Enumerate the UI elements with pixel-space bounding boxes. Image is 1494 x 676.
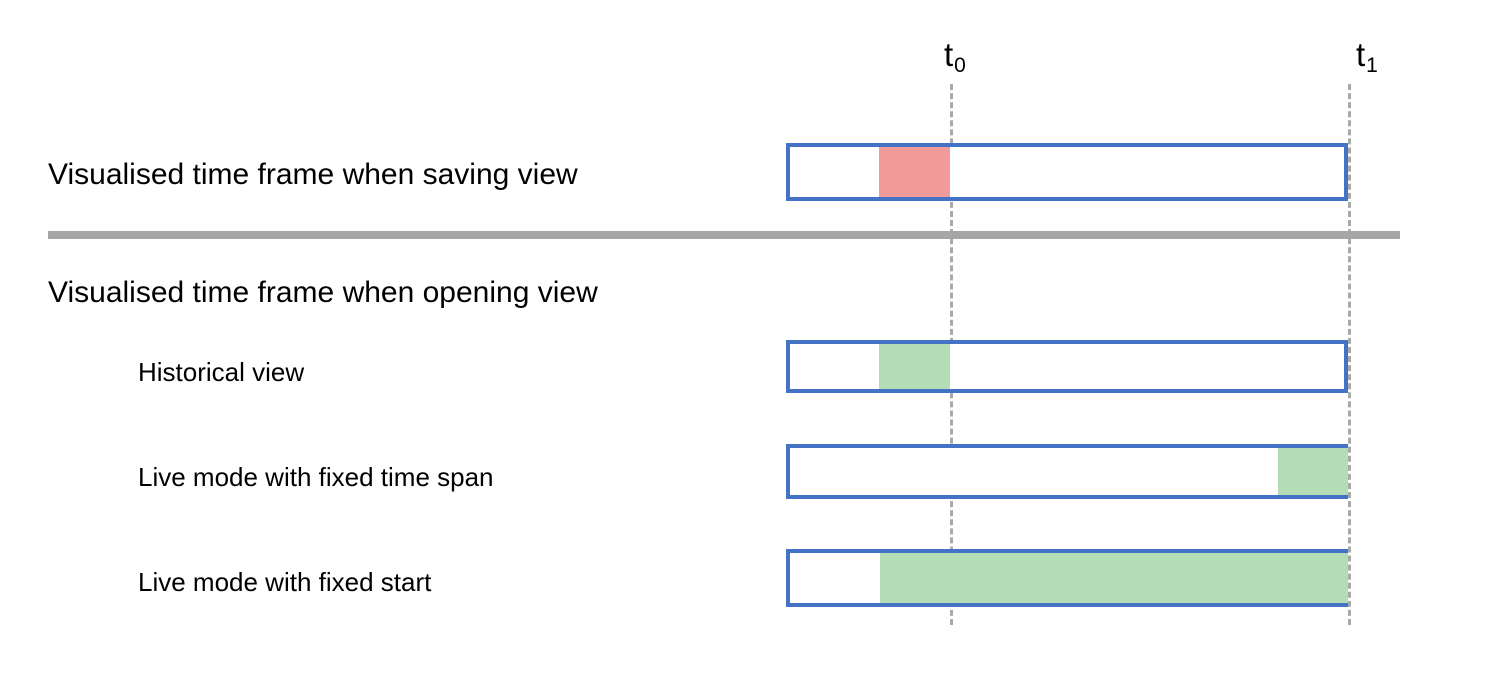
row-label-live-fixed-start: Live mode with fixed start [138,567,432,597]
highlight-block-saved-range [879,147,950,197]
guide-line-t1 [1348,84,1351,625]
time-marker-t1-base: t [1356,36,1366,73]
section-label-opening-view: Visualised time frame when opening view [48,276,598,309]
time-marker-t1-subscript: 1 [1366,54,1378,77]
time-marker-t0-subscript: 0 [954,54,966,77]
time-marker-t0-label: t0 [944,36,966,76]
row-label-live-fixed-time-span: Live mode with fixed time span [138,462,494,492]
time-marker-t0-base: t [944,36,954,73]
section-divider [48,231,1400,239]
timeline-bar-live-fixed-time-span [786,444,1348,499]
highlight-block-historical-range [879,344,950,389]
time-marker-t1-label: t1 [1356,36,1378,76]
row-label-historical-view: Historical view [138,357,305,387]
highlight-block-live-fixed-time-span-range [1278,448,1348,495]
timeline-bar-live-fixed-start [786,549,1348,607]
section-label-saving-view: Visualised time frame when saving view [48,158,578,191]
highlight-block-live-fixed-start-range [880,553,1348,603]
timeline-bar-historical-view [786,340,1348,393]
timeline-bar-saving-view [786,143,1348,201]
